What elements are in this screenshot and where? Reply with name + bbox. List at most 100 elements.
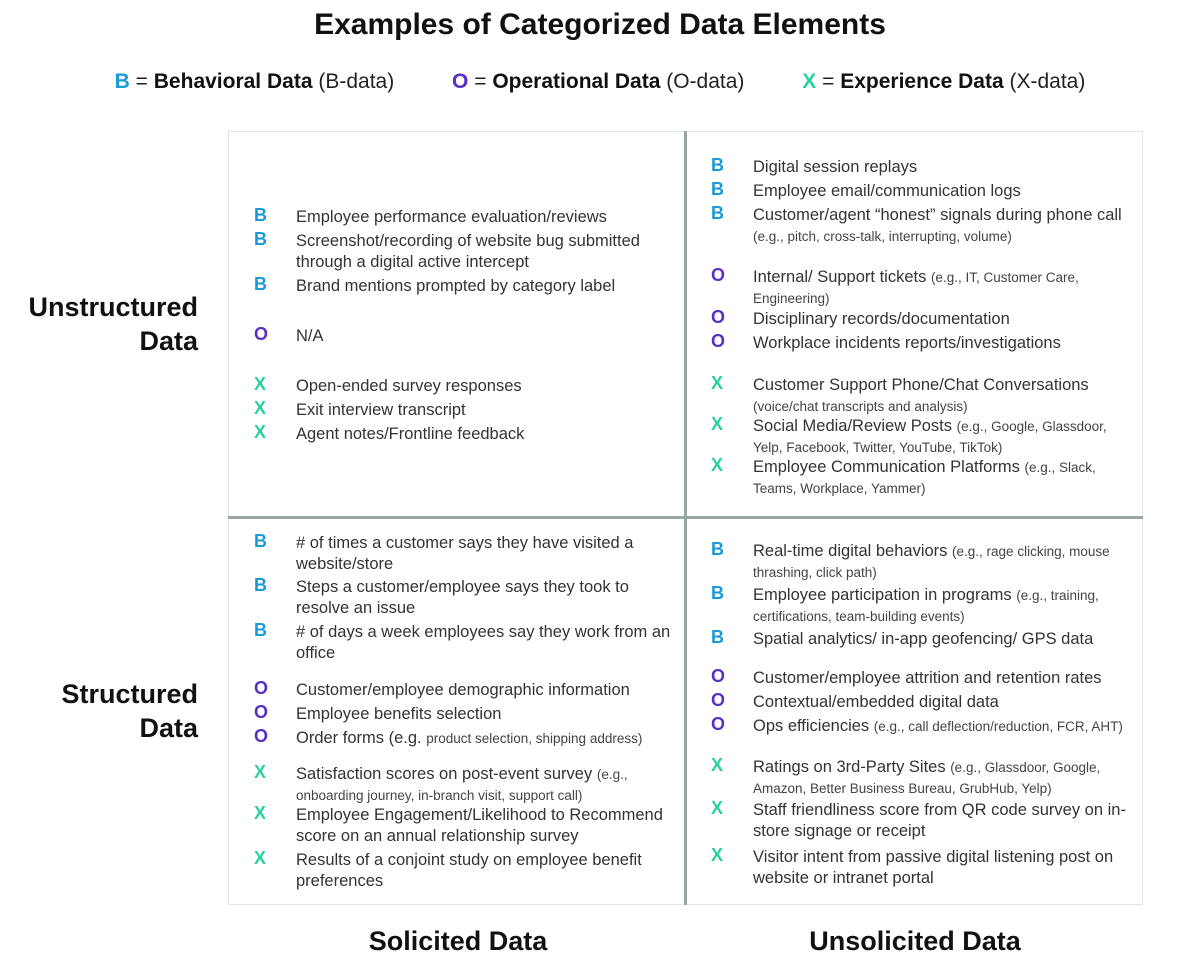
item-text: Customer Support Phone/Chat Conversation… — [753, 376, 1089, 394]
category-letter-b: B — [254, 575, 267, 595]
category-letter-x: X — [254, 398, 267, 418]
row-label-line: Data — [139, 326, 198, 356]
list-item: O Customer/employee attrition and retenti… — [711, 666, 1133, 689]
item-note: (e.g., training, certifications, team-bu… — [753, 588, 1099, 624]
item-note: (voice/chat transcripts and analysis) — [753, 399, 968, 414]
item-text: Open-ended survey responses — [296, 377, 522, 395]
category-letter-b: B — [711, 627, 724, 647]
legend-item-behavioral: B = Behavioral Data (B-data) — [115, 70, 395, 94]
list-item: B Steps a customer/employee says they too… — [254, 575, 676, 619]
item-text: Visitor intent from passive digital list… — [753, 848, 1114, 887]
item-text: Customer/employee attrition and retentio… — [753, 669, 1102, 687]
item-text: Agent notes/Frontline feedback — [296, 425, 525, 443]
category-letter-x: X — [254, 803, 267, 823]
item-text: Employee Communication Platforms — [753, 458, 1020, 476]
list-item: B Digital session replays — [711, 155, 1133, 178]
list-item: O N/A — [254, 324, 676, 347]
item-text: Spatial analytics/ in-app geofencing/ GP… — [753, 630, 1094, 648]
item-text: Satisfaction scores on post-event survey — [296, 765, 593, 783]
item-text: Digital session replays — [753, 158, 918, 176]
category-letter-x: X — [711, 845, 724, 865]
category-letter-o: O — [711, 690, 726, 710]
category-letter-b: B — [711, 203, 724, 223]
row-label-unstructured: Unstructured Data — [28, 290, 198, 358]
item-text: Workplace incidents reports/investigatio… — [753, 334, 1061, 352]
list-item: X Exit interview transcript — [254, 398, 676, 421]
item-text: Ops efficiencies — [753, 717, 870, 735]
category-letter-x: X — [711, 755, 724, 775]
row-label-line: Data — [139, 713, 198, 743]
category-letter-o: O — [254, 726, 269, 746]
legend-equals: = — [474, 70, 487, 93]
item-text: Ratings on 3rd-Party Sites — [753, 758, 946, 776]
category-letter-b: B — [254, 531, 267, 551]
category-letter-o: O — [254, 702, 269, 722]
item-text: Employee participation in programs — [753, 586, 1012, 604]
item-note: (e.g., onboarding journey, in-branch vis… — [296, 767, 628, 803]
item-text: Internal/ Support tickets — [753, 268, 927, 286]
category-letter-x: X — [254, 848, 267, 868]
item-text: Employee Engagement/Likelihood to Recomm… — [296, 806, 663, 845]
item-text: # of days a week employees say they work… — [296, 623, 671, 662]
item-note: (e.g., pitch, cross-talk, interrupting, … — [753, 229, 1012, 244]
category-letter-b: B — [254, 620, 267, 640]
item-text: Exit interview transcript — [296, 401, 466, 419]
list-item: B Employee participation in programs (e.g… — [711, 583, 1133, 627]
row-label-line: Structured — [61, 679, 198, 709]
legend-equals: = — [822, 70, 835, 93]
legend: B = Behavioral Data (B-data) O = Operati… — [0, 70, 1200, 94]
category-letter-b: B — [711, 583, 724, 603]
list-item: X Satisfaction scores on post-event surve… — [254, 762, 676, 806]
row-label-structured: Structured Data — [61, 677, 198, 745]
item-note: (e.g., Slack, Teams, Workplace, Yammer) — [753, 460, 1096, 496]
legend-letter-b: B — [114, 70, 130, 93]
item-text: N/A — [296, 327, 324, 345]
column-label-solicited: Solicited Data — [368, 926, 548, 956]
page-title: Examples of Categorized Data Elements — [314, 8, 886, 41]
list-item: O Employee benefits selection — [254, 702, 676, 725]
category-letter-o: O — [254, 324, 269, 344]
horizontal-divider — [228, 516, 1143, 519]
item-text: Employee benefits selection — [296, 705, 502, 723]
item-text: Brand mentions prompted by category labe… — [296, 277, 616, 295]
column-label-unsolicited: Unsolicited Data — [809, 926, 1021, 956]
category-letter-o: O — [254, 678, 269, 698]
category-letter-x: X — [711, 455, 724, 475]
list-item: O Contextual/embedded digital data — [711, 690, 1133, 713]
category-letter-o: O — [711, 265, 726, 285]
item-text: Disciplinary records/documentation — [753, 310, 1010, 328]
list-item: B # of days a week employees say they wor… — [254, 620, 676, 664]
item-text: Contextual/embedded digital data — [753, 693, 999, 711]
category-letter-b: B — [254, 205, 267, 225]
category-letter-x: X — [254, 422, 267, 442]
category-letter-o: O — [711, 307, 726, 327]
row-label-line: Unstructured — [28, 292, 198, 322]
category-letter-x: X — [711, 798, 724, 818]
item-note: (e.g., call deflection/reduction, FCR, A… — [873, 719, 1123, 734]
list-item: X Agent notes/Frontline feedback — [254, 422, 676, 445]
category-letter-b: B — [254, 274, 267, 294]
legend-item-operational: O = Operational Data (O-data) — [452, 70, 744, 94]
legend-letter-x: X — [802, 70, 817, 93]
category-letter-b: B — [254, 229, 267, 249]
list-item: B Spatial analytics/ in-app geofencing/ G… — [711, 627, 1133, 650]
item-text: Steps a customer/employee says they took… — [296, 578, 629, 617]
list-item: O Disciplinary records/documentation — [711, 307, 1133, 330]
category-letter-b: B — [711, 155, 724, 175]
category-letter-o: O — [711, 666, 726, 686]
legend-equals: = — [135, 70, 148, 93]
item-note: (e.g., Glassdoor, Google, Amazon, Better… — [753, 760, 1101, 796]
legend-item-experience: X = Experience Data (X-data) — [802, 70, 1085, 94]
item-text: # of times a customer says they have vis… — [296, 534, 634, 573]
list-item: X Visitor intent from passive digital lis… — [711, 845, 1133, 889]
legend-letter-o: O — [452, 70, 469, 93]
category-letter-x: X — [254, 762, 267, 782]
item-text: Real-time digital behaviors — [753, 542, 948, 560]
legend-name: Operational Data — [492, 70, 661, 93]
